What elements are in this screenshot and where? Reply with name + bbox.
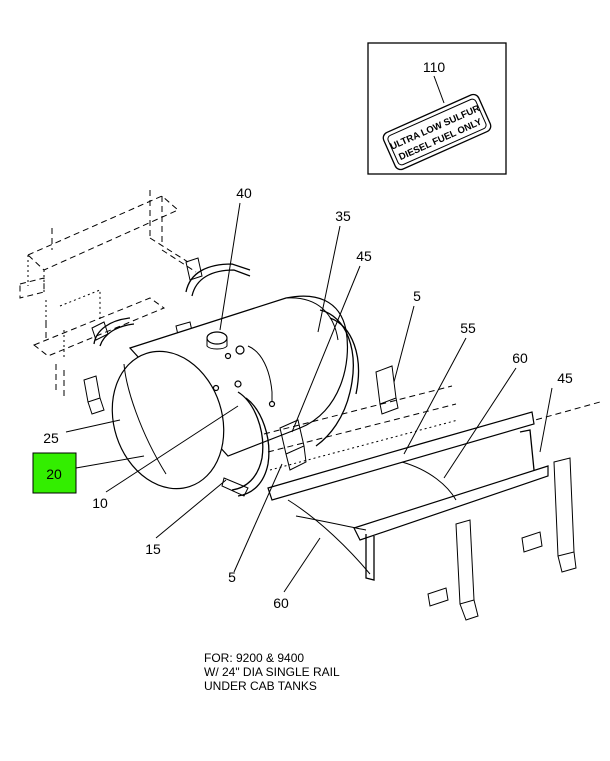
fuel-tank [111, 295, 360, 490]
application-note: FOR: 9200 & 9400 W/ 24" DIA SINGLE RAIL … [204, 651, 340, 693]
hanger-bracket-center [427, 519, 479, 621]
note-line-2: W/ 24" DIA SINGLE RAIL [204, 665, 340, 679]
callout-10[interactable]: 10 [92, 495, 108, 511]
leader-lines [65, 202, 553, 593]
highlight-box-20[interactable] [32, 452, 77, 494]
callout-45-upper[interactable]: 45 [356, 248, 372, 264]
hanger-bracket-right [521, 457, 577, 573]
callout-25[interactable]: 25 [43, 430, 59, 446]
callout-60-lower[interactable]: 60 [273, 595, 289, 611]
support-angle [267, 411, 549, 581]
cab-phantom-lines [19, 190, 197, 396]
callout-5-upper[interactable]: 5 [413, 288, 421, 304]
note-line-1: FOR: 9200 & 9400 [204, 651, 305, 665]
callout-45-right[interactable]: 45 [557, 370, 573, 386]
callout-110: 110 [423, 59, 446, 75]
callout-35[interactable]: 35 [335, 208, 351, 224]
callout-5-lower[interactable]: 5 [228, 569, 236, 585]
filler-cap [206, 331, 276, 408]
strap-bracket-right [375, 365, 399, 415]
callout-55[interactable]: 55 [460, 320, 476, 336]
front-tank-strap [83, 317, 135, 415]
note-line-3: UNDER CAB TANKS [204, 679, 317, 693]
fuel-decal: ULTRA LOW SULFUR DIESEL FUEL ONLY [382, 93, 492, 171]
strap-bracket-left [279, 419, 307, 471]
callout-20[interactable]: 20 [46, 466, 62, 482]
decal-inset: ULTRA LOW SULFUR DIESEL FUEL ONLY 110 [367, 42, 507, 175]
callout-40[interactable]: 40 [236, 185, 252, 201]
callout-60-upper[interactable]: 60 [512, 350, 528, 366]
callout-15[interactable]: 15 [145, 541, 161, 557]
frame-rail [263, 385, 601, 493]
